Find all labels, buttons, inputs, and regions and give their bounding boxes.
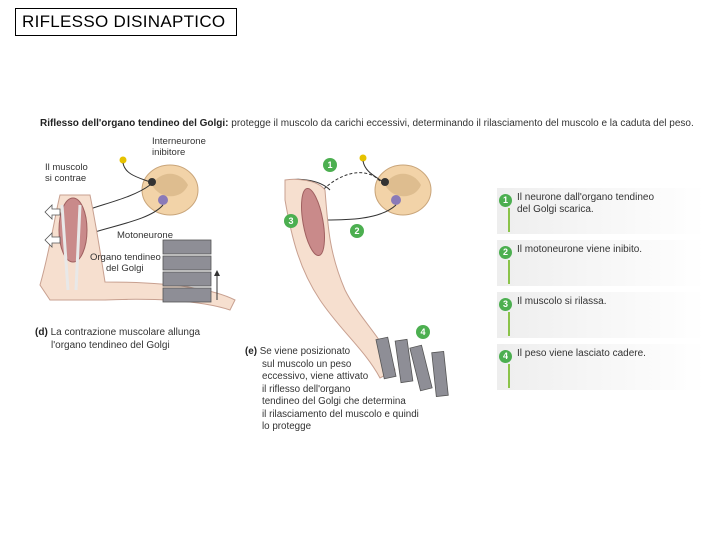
golgi-sensor-icon-left	[119, 156, 127, 164]
step-text: Il peso viene lasciato cadere.	[517, 348, 646, 359]
step-text: Il muscolo si rilassa.	[517, 296, 607, 307]
weight-stack-e	[375, 336, 449, 397]
contraction-arrow-icon	[44, 204, 61, 248]
slide-title: RIFLESSO DISINAPTICO	[15, 8, 237, 36]
caption-d: (d) La contrazione muscolare allunga l'o…	[35, 327, 201, 351]
step-2: 2 Il motoneurone viene inibito.	[497, 240, 705, 286]
step-3: 3 Il muscolo si rilassa.	[497, 292, 705, 338]
step-text: Il neurone dall'organo tendineo del Golg…	[517, 192, 655, 215]
caption-e: (e) Se viene posizionato sul muscolo un …	[245, 346, 419, 432]
marker-1: 1	[323, 158, 337, 172]
figure-title: Riflesso dell'organo tendineo del Golgi:…	[40, 118, 694, 129]
label-organo-tendineo: Organo tendineo del Golgi	[90, 252, 161, 274]
weight-stack-d	[162, 239, 212, 303]
step-badge: 2	[499, 246, 512, 259]
step-badge: 1	[499, 194, 512, 207]
step-text: Il motoneurone viene inibito.	[517, 244, 643, 255]
golgi-sensor-icon-right	[359, 154, 367, 162]
figure-title-bold: Riflesso dell'organo tendineo del Golgi:	[40, 118, 229, 129]
step-1: 1 Il neurone dall'organo tendineo del Go…	[497, 188, 705, 234]
step-connector	[508, 364, 510, 388]
marker-3: 3	[284, 214, 298, 228]
marker-2: 2	[350, 224, 364, 238]
spinal-cord-right	[374, 164, 432, 216]
figure-title-rest: protegge il muscolo da carichi eccessivi…	[228, 118, 694, 129]
step-connector	[508, 312, 510, 336]
step-connector	[508, 260, 510, 284]
step-badge: 4	[499, 350, 512, 363]
label-motoneurone: Motoneurone	[117, 230, 173, 241]
step-badge: 3	[499, 298, 512, 311]
step-connector	[508, 208, 510, 232]
marker-4: 4	[416, 325, 430, 339]
spinal-cord-left	[141, 164, 199, 216]
step-4: 4 Il peso viene lasciato cadere.	[497, 344, 705, 390]
label-interneurone: Interneurone inibitore	[152, 136, 206, 158]
label-muscolo: Il muscolo si contrae	[45, 162, 88, 184]
